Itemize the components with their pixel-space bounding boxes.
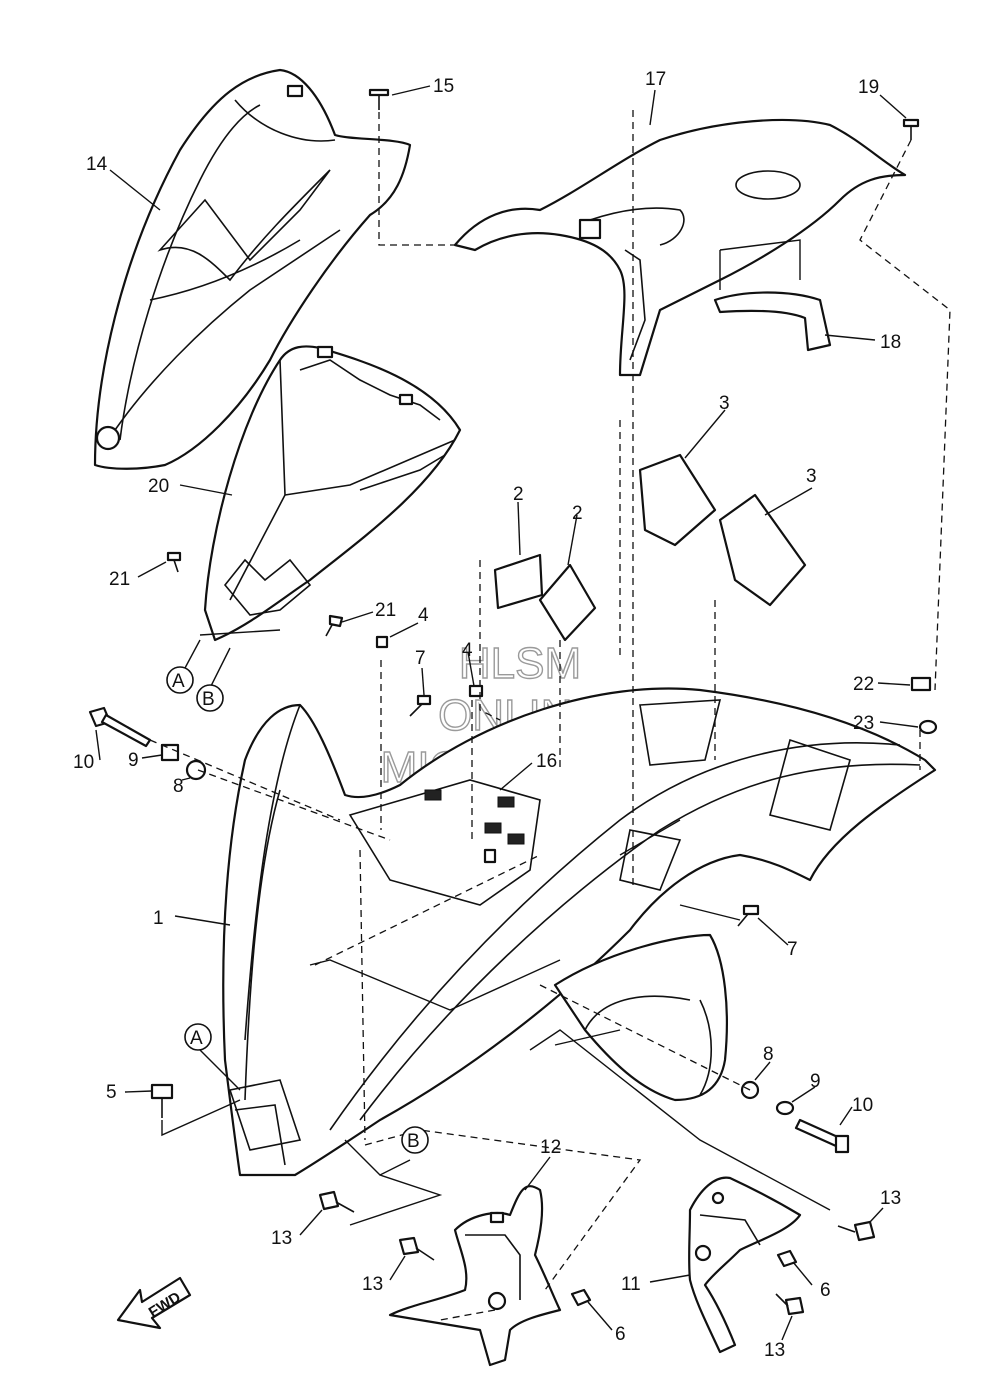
- ref-b-upper: B: [202, 689, 215, 710]
- part-1-front-fender: [222, 687, 937, 1177]
- part-12-left-stay: [388, 1185, 562, 1367]
- callout-2-right: 2: [572, 503, 583, 524]
- bolts-and-washers: [88, 88, 938, 1316]
- callout-13-a: 13: [271, 1228, 292, 1249]
- watermark-line-1: HLSM: [459, 639, 581, 688]
- callout-1: 1: [153, 908, 164, 929]
- ref-a-lower: A: [190, 1028, 203, 1049]
- right-mud-guard: [553, 933, 728, 1102]
- callout-10-left: 10: [73, 752, 94, 773]
- part-11-right-stay: [688, 1176, 802, 1354]
- callout-18: 18: [880, 332, 901, 353]
- callout-17: 17: [645, 69, 666, 90]
- callout-15: 15: [433, 76, 454, 97]
- callout-7-upper: 7: [415, 648, 426, 669]
- callout-3-upper: 3: [719, 393, 730, 414]
- callout-13-c: 13: [880, 1188, 901, 1209]
- assembly-lines: [149, 110, 951, 1321]
- callout-20: 20: [148, 476, 169, 497]
- callout-21-right: 21: [375, 600, 396, 621]
- callout-leaders: [95, 85, 919, 1341]
- callout-16: 16: [536, 751, 557, 772]
- callout-8-right: 8: [763, 1044, 774, 1065]
- part-20-grille: [203, 345, 462, 642]
- callout-14: 14: [86, 154, 108, 175]
- ref-a-upper: A: [172, 671, 185, 692]
- callout-21-left: 21: [109, 569, 130, 590]
- callout-11: 11: [621, 1274, 641, 1295]
- callout-4-lower: 4: [462, 640, 473, 661]
- callout-22: 22: [853, 674, 874, 695]
- ref-b-lower: B: [407, 1131, 420, 1152]
- callout-5: 5: [106, 1082, 117, 1103]
- callout-12: 12: [540, 1137, 561, 1158]
- callout-numbers: 14 15 17 19 18 20 21 21 3 3 2 2 4 4 7 16…: [73, 69, 901, 1361]
- part-14-front-cover: [93, 68, 412, 470]
- part-2-pads: [493, 553, 597, 642]
- callout-6-right: 6: [820, 1280, 831, 1301]
- callout-7-lower: 7: [787, 939, 798, 960]
- callout-6-left: 6: [615, 1324, 626, 1345]
- callout-13-d: 13: [764, 1340, 785, 1361]
- callout-13-b: 13: [362, 1274, 383, 1295]
- callout-9-left: 9: [128, 750, 139, 771]
- callout-8-left: 8: [173, 776, 184, 797]
- callout-9-right: 9: [810, 1071, 821, 1092]
- callout-10-right: 10: [852, 1095, 873, 1116]
- bracket-lines: [161, 239, 831, 1226]
- part-3-sponges: [638, 453, 807, 607]
- callout-3-lower: 3: [806, 466, 817, 487]
- callout-19: 19: [858, 77, 879, 98]
- callout-23: 23: [853, 713, 874, 734]
- reference-marks: A B A B: [166, 666, 429, 1154]
- fwd-arrow: FWD: [116, 1276, 192, 1330]
- callout-2-left: 2: [513, 484, 524, 505]
- part-18-pad: [713, 291, 832, 352]
- callout-4-upper: 4: [418, 605, 429, 626]
